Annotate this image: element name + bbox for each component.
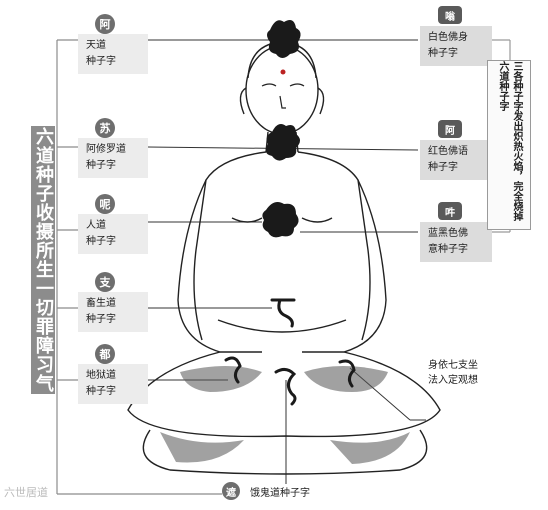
- label-asura-line2: 种子字: [86, 160, 116, 171]
- badge-hungry-ghost: 遮: [222, 482, 240, 500]
- label-hell-line2: 种子字: [86, 386, 116, 397]
- watermark: 六世居道: [4, 486, 48, 499]
- label-mind-line2: 意种子字: [428, 244, 468, 255]
- label-speech-line2: 种子字: [428, 162, 458, 173]
- badge-asura: 苏: [95, 118, 115, 138]
- label-hell-line1: 地狱道: [86, 370, 116, 381]
- label-speech: 红色佛语 种子字: [420, 140, 492, 180]
- label-mind-line1: 蓝黑色佛: [428, 228, 468, 239]
- label-heaven-line1: 天道: [86, 40, 106, 51]
- label-body-line1: 白色佛身: [428, 32, 468, 43]
- label-human-line1: 人道: [86, 220, 106, 231]
- label-speech-line1: 红色佛语: [428, 146, 468, 157]
- label-human: 人道 种子字: [78, 214, 148, 254]
- vertical-title: 六道种子收摄所生一切罪障习气: [33, 127, 54, 393]
- label-hell: 地狱道 种子字: [78, 364, 148, 404]
- label-body-line2: 种子字: [428, 48, 458, 59]
- label-animal-line1: 畜生道: [86, 298, 116, 309]
- label-asura-line1: 阿修罗道: [86, 144, 126, 155]
- badge-heaven: 阿: [95, 14, 115, 34]
- label-animal-line2: 种子字: [86, 314, 116, 325]
- badge-body: 嗡: [438, 6, 462, 24]
- badge-hell: 都: [95, 344, 115, 364]
- label-hungry-ghost: 饿鬼道种子字: [250, 488, 310, 499]
- label-asura: 阿修罗道 种子字: [78, 138, 148, 178]
- label-mind: 蓝黑色佛 意种子字: [420, 222, 492, 262]
- label-heaven: 天道 种子字: [78, 34, 148, 74]
- badge-speech: 阿: [438, 120, 462, 138]
- label-heaven-line2: 种子字: [86, 56, 116, 67]
- label-human-line2: 种子字: [86, 236, 116, 247]
- posture-note-line1: 身依七支坐: [428, 360, 478, 371]
- badge-animal: 支: [95, 272, 115, 292]
- badge-mind: 吽: [438, 202, 462, 220]
- label-animal: 畜生道 种子字: [78, 292, 148, 332]
- fire-note-bar: 三各种子字发出炽热火焰，完全烧掉六道种子字: [487, 60, 531, 230]
- vertical-title-block: 六道种子收摄所生一切罪障习气: [31, 126, 55, 394]
- badge-human: 呢: [95, 194, 115, 214]
- posture-note: 身依七支坐 法入定观想: [428, 358, 518, 388]
- label-body: 白色佛身 种子字: [420, 26, 492, 66]
- posture-note-line2: 法入定观想: [428, 375, 478, 386]
- fire-note-text: 三各种子字发出炽热火焰，完全烧掉六道种子字: [497, 61, 522, 221]
